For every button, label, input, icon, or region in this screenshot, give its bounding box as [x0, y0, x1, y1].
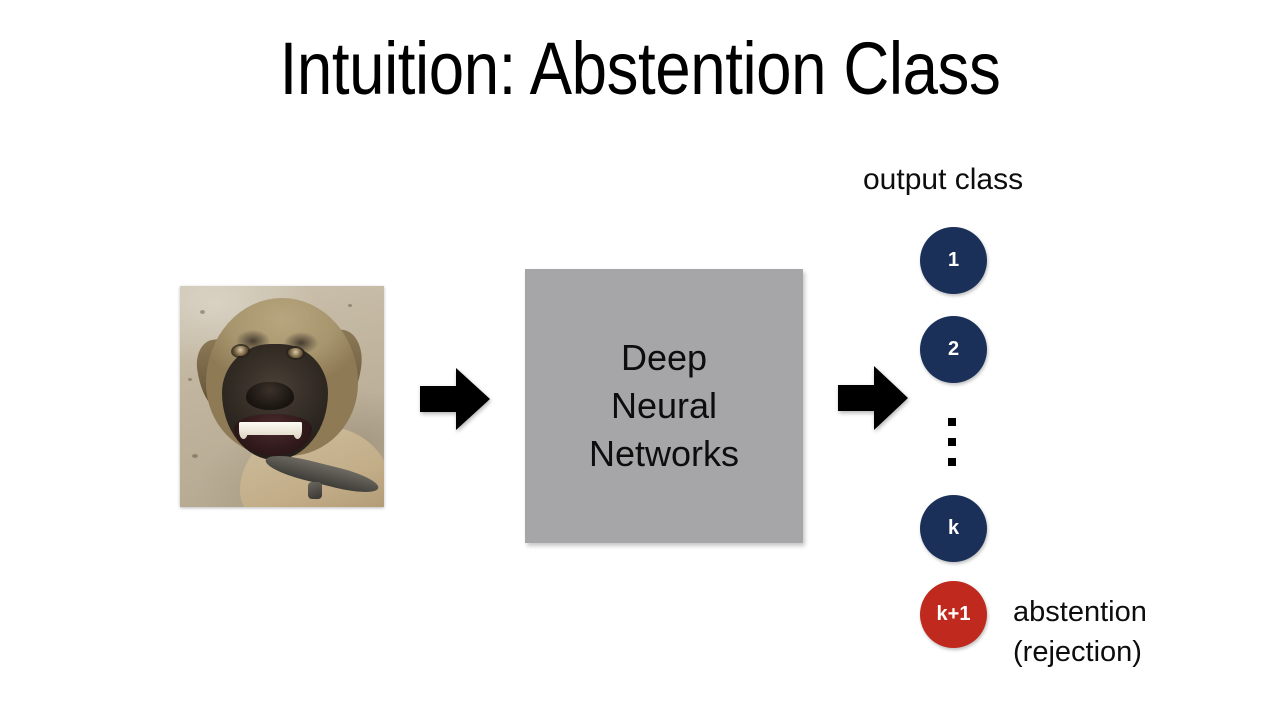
- vertical-ellipsis-icon: [948, 418, 958, 466]
- ellipsis-dot: [948, 418, 956, 426]
- dog-collar-tag: [308, 482, 322, 499]
- dog-fang-right: [293, 422, 302, 439]
- photo-speck: [348, 304, 352, 307]
- ellipsis-dot: [948, 458, 956, 466]
- output-node-k-plus-1[interactable]: k+1: [920, 581, 987, 648]
- output-class-header: output class: [863, 163, 1024, 196]
- page-title: Intuition: Abstention Class: [279, 27, 1001, 110]
- output-node-2[interactable]: 2: [920, 316, 987, 383]
- ellipsis-dot: [948, 438, 956, 446]
- output-node-k[interactable]: k: [920, 495, 987, 562]
- dog-teeth: [240, 422, 302, 435]
- deep-neural-networks-label: Deep Neural Networks: [588, 337, 740, 474]
- dog-photo: [180, 286, 384, 507]
- right-arrow-icon: [838, 366, 908, 430]
- photo-speck: [188, 378, 192, 381]
- dog-nose: [246, 382, 294, 410]
- abstention-annotation: abstention (rejection): [1013, 596, 1147, 669]
- dog-fang-left: [239, 422, 248, 439]
- deep-neural-networks-box: Deep Neural Networks: [525, 269, 803, 543]
- photo-speck: [192, 454, 198, 458]
- output-node-1[interactable]: 1: [920, 227, 987, 294]
- photo-speck: [200, 310, 205, 314]
- right-arrow-icon: [420, 368, 490, 430]
